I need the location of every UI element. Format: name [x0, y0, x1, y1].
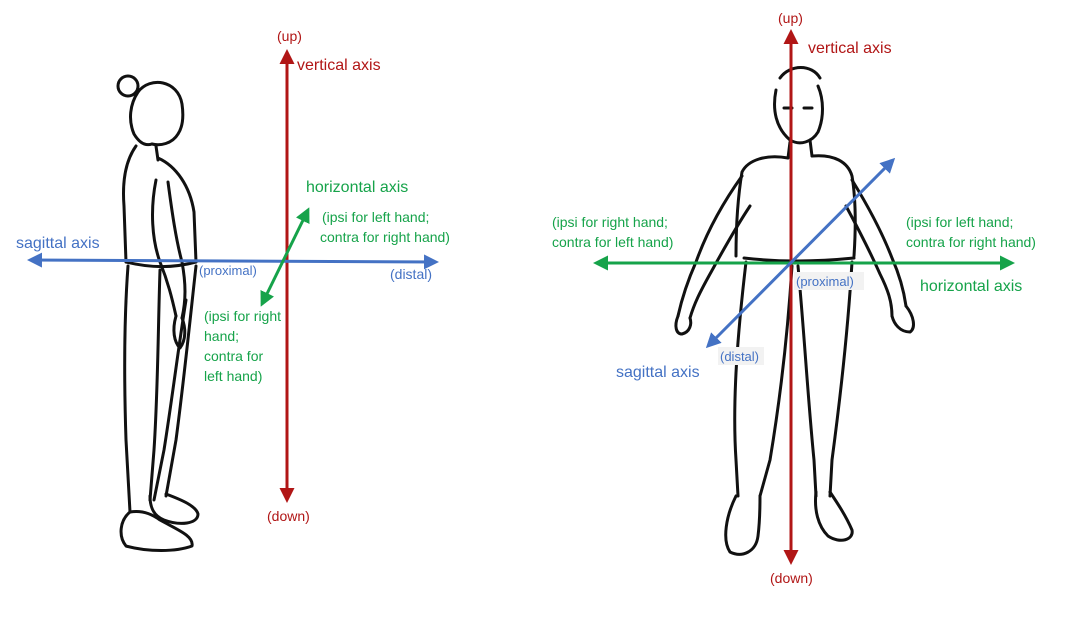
front-vertical-axis-label: vertical axis: [808, 40, 892, 57]
front-sagittal-axis-label: sagittal axis: [616, 364, 700, 381]
side-horizontal-axis: [260, 207, 310, 307]
front-distal-label-backdrop: [718, 347, 764, 365]
side-horizontal-back-note-line-2: contra for right hand): [320, 229, 450, 245]
front-horizontal-left-note-line-1: (ipsi for right hand;: [552, 214, 668, 230]
front-horizontal-right-note-line-1: (ipsi for left hand;: [906, 214, 1013, 230]
side-horizontal-back-note-line-1: (ipsi for left hand;: [322, 209, 429, 225]
side-proximal-label: (proximal): [199, 263, 257, 278]
side-horizontal-axis-label: horizontal axis: [306, 179, 408, 196]
side-vertical-axis-label: vertical axis: [297, 57, 381, 74]
front-proximal-label: (proximal): [796, 274, 854, 289]
side-horizontal-front-note-line-2: hand;: [204, 328, 239, 344]
side-view-person-figure: [116, 74, 200, 552]
side-down-label: (down): [267, 508, 310, 524]
front-up-label: (up): [778, 10, 803, 26]
side-up-label: (up): [277, 28, 302, 44]
side-horizontal-front-note-line-4: left hand): [204, 368, 262, 384]
side-horizontal-front-note-line-1: (ipsi for right: [204, 308, 281, 324]
side-distal-label: (distal): [390, 266, 432, 282]
side-sagittal-axis: [27, 252, 439, 270]
front-horizontal-left-note-line-2: contra for left hand): [552, 234, 673, 250]
front-sagittal-axis: [705, 157, 896, 349]
front-view-person-figure: [674, 66, 915, 556]
front-proximal-label-backdrop: [794, 272, 864, 290]
front-horizontal-right-note-line-2: contra for right hand): [906, 234, 1036, 250]
front-distal-label: (distal): [720, 349, 759, 364]
side-horizontal-front-note-line-3: contra for: [204, 348, 263, 364]
front-down-label: (down): [770, 570, 813, 586]
side-sagittal-axis-label: sagittal axis: [16, 235, 100, 252]
front-horizontal-axis-label: horizontal axis: [920, 278, 1022, 295]
